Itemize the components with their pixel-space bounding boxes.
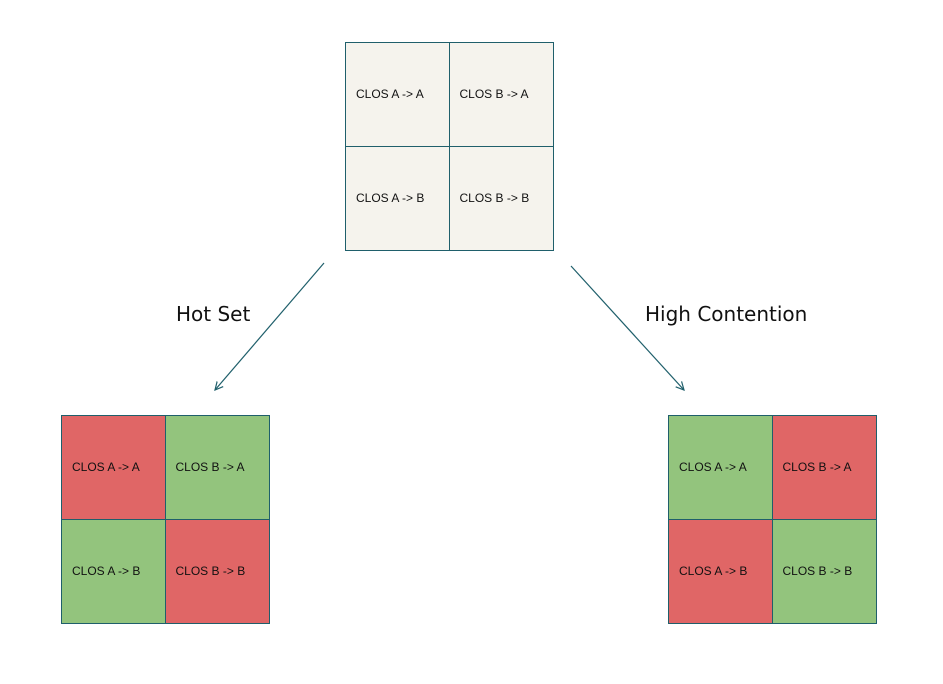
cell-label: CLOS A -> A — [356, 87, 424, 102]
grid-cell: CLOS B -> B — [449, 146, 553, 250]
grid-cell: CLOS A -> A — [62, 416, 166, 520]
high-contention-label: High Contention — [645, 302, 808, 326]
grid-cell: CLOS A -> A — [346, 43, 450, 147]
grid-cell: CLOS A -> B — [669, 519, 773, 623]
grid-cell: CLOS A -> A — [669, 416, 773, 520]
source-clos-grid: CLOS A -> A CLOS B -> A CLOS A -> B CLOS… — [345, 42, 554, 251]
grid-cell: CLOS A -> B — [346, 146, 450, 250]
cell-label: CLOS A -> B — [356, 191, 425, 206]
cell-label: CLOS A -> B — [679, 564, 748, 579]
cell-label: CLOS B -> A — [175, 460, 245, 475]
cell-label: CLOS B -> B — [459, 191, 530, 206]
grid-cell: CLOS B -> A — [165, 416, 269, 520]
high-contention-grid: CLOS A -> A CLOS B -> A CLOS A -> B CLOS… — [668, 415, 877, 624]
arrow-to-high-contention — [570, 265, 684, 390]
hot-set-label: Hot Set — [176, 302, 251, 326]
cell-label: CLOS B -> A — [782, 460, 852, 475]
grid-cell: CLOS B -> B — [772, 519, 876, 623]
cell-label: CLOS B -> B — [782, 564, 853, 579]
grid-cell: CLOS B -> B — [165, 519, 269, 623]
cell-label: CLOS A -> A — [679, 460, 747, 475]
cell-label: CLOS B -> B — [175, 564, 246, 579]
hot-set-grid: CLOS A -> A CLOS B -> A CLOS A -> B CLOS… — [61, 415, 270, 624]
cell-label: CLOS A -> A — [72, 460, 140, 475]
cell-label: CLOS B -> A — [459, 87, 529, 102]
grid-cell: CLOS B -> A — [772, 416, 876, 520]
grid-cell: CLOS A -> B — [62, 519, 166, 623]
arrow-to-hot-set — [215, 262, 325, 390]
cell-label: CLOS A -> B — [72, 564, 141, 579]
grid-cell: CLOS B -> A — [449, 43, 553, 147]
